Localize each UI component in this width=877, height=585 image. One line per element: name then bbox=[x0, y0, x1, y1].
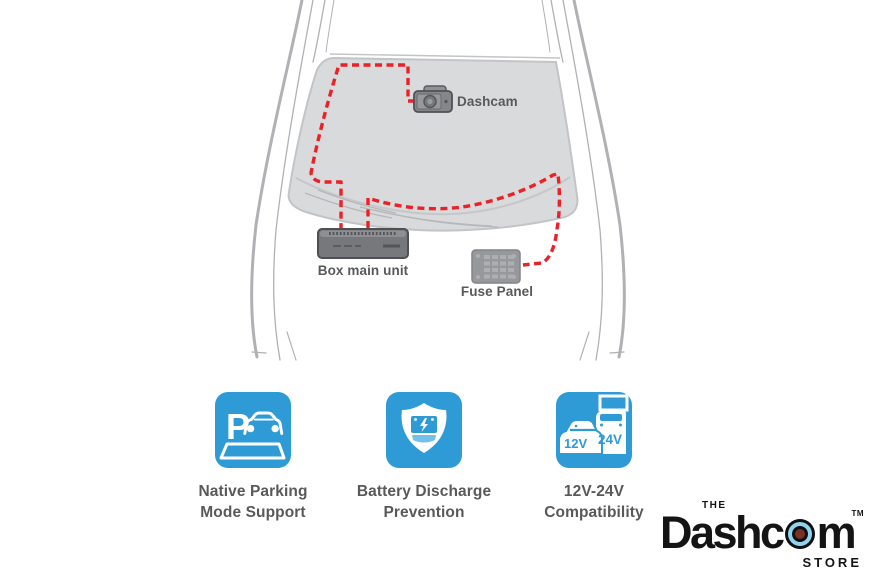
box-main-unit-device-icon bbox=[317, 228, 409, 259]
trademark-symbol: TM bbox=[851, 509, 864, 518]
feature-caption-line2: Compatibility bbox=[544, 504, 644, 521]
dashcam-label: Dashcam bbox=[457, 94, 518, 109]
feature-caption: 12V-24V Compatibility bbox=[544, 481, 643, 523]
car-voltage-badge: 12V bbox=[564, 436, 587, 451]
feature-caption: Native Parking Mode Support bbox=[198, 481, 307, 523]
feature-caption-line1: Battery Discharge bbox=[356, 483, 492, 500]
dashcam-device-icon bbox=[413, 85, 453, 113]
logo-the: THE bbox=[702, 500, 727, 511]
car-wiring-diagram bbox=[250, 0, 626, 361]
wire-dashcam-to-box bbox=[309, 63, 415, 228]
feature-caption-line1: 12V-24V bbox=[563, 483, 625, 500]
feature-caption: Battery Discharge Prevention bbox=[357, 481, 491, 523]
feature-battery-discharge: Battery Discharge Prevention bbox=[334, 392, 514, 523]
truck-shape bbox=[596, 394, 629, 454]
feature-caption-line2: Mode Support bbox=[200, 504, 306, 521]
car-shape bbox=[558, 419, 603, 455]
fuse-panel-device-icon bbox=[471, 249, 521, 284]
feature-voltage-compatibility: 12V 24V 12V-24V Compatibility bbox=[504, 392, 684, 523]
car-truck-voltage-icon: 12V 24V bbox=[556, 392, 632, 468]
shield-battery-icon bbox=[386, 392, 462, 468]
car-body-outline bbox=[250, 0, 626, 361]
parking-icon: P bbox=[215, 392, 291, 468]
logo-store: STORE bbox=[802, 555, 862, 570]
truck-voltage-badge: 24V bbox=[598, 432, 622, 447]
feature-native-parking: P Native Parking Mode Support bbox=[163, 392, 343, 523]
feature-caption-line1: Native Parking bbox=[198, 483, 308, 500]
windshield bbox=[287, 53, 579, 232]
fuse-panel-label: Fuse Panel bbox=[460, 284, 534, 299]
box-main-unit-label: Box main unit bbox=[317, 263, 409, 278]
logo-word-prefix: Dashc bbox=[660, 507, 785, 558]
logo-word-suffix: m bbox=[816, 507, 857, 558]
wire-box-to-fuse-panel bbox=[366, 172, 562, 267]
wiper-arms bbox=[304, 189, 499, 228]
feature-caption-line2: Prevention bbox=[383, 504, 465, 521]
camera-lens-icon bbox=[784, 519, 815, 549]
